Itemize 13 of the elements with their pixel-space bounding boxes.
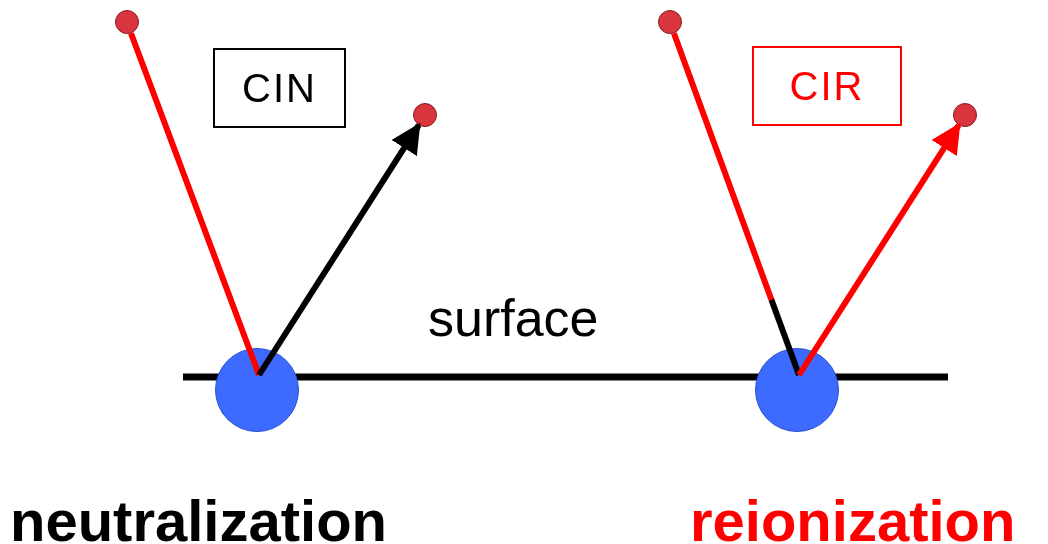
particle-circle [953,103,977,127]
surface-label: surface [428,292,599,344]
particle-circle [413,103,437,127]
process-tag-box: CIN [213,48,346,128]
particle-circle [658,10,682,34]
reionization-label: reionization [690,492,1016,544]
arrow [796,122,962,377]
neutralization-label: neutralization [10,492,388,544]
particle-circle [115,10,139,34]
process-tag-box: CIR [752,46,902,126]
trajectory-line [671,32,802,377]
trajectory-line [128,32,262,377]
arrow [256,122,422,377]
